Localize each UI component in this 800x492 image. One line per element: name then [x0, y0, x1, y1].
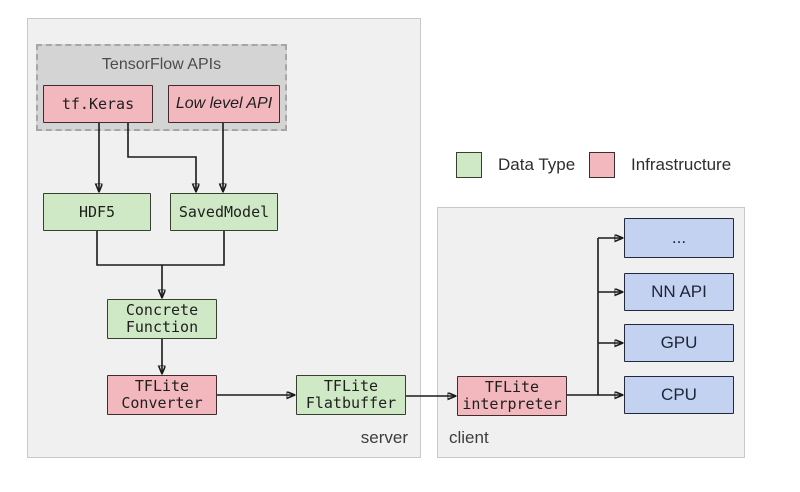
node-gpu: GPU [624, 324, 734, 362]
infrastructure-swatch [589, 152, 615, 178]
node-low-level-api: Low level API [168, 85, 280, 123]
node-ellipsis: ... [624, 218, 734, 258]
server-group-label: server [360, 428, 408, 447]
legend-item-data-type: Data Type [456, 152, 575, 178]
node-tflite-converter: TFLite Converter [107, 375, 217, 415]
node-concrete-function: Concrete Function [107, 299, 217, 339]
data-type-label: Data Type [498, 155, 576, 174]
infrastructure-label: Infrastructure [631, 155, 732, 174]
node-tf-keras: tf.Keras [43, 85, 153, 123]
node-hdf5: HDF5 [43, 193, 151, 231]
tensorflow-apis-title: TensorFlow APIs [101, 56, 222, 73]
node-savedmodel: SavedModel [170, 193, 278, 231]
node-tflite-interpreter: TFLite interpreter [457, 376, 567, 416]
client-group-label: client [449, 428, 489, 447]
node-tflite-flatbuffer: TFLite Flatbuffer [296, 375, 406, 415]
node-nn-api: NN API [624, 273, 734, 311]
data-type-swatch [456, 152, 482, 178]
legend-item-infrastructure: Infrastructure [589, 152, 731, 178]
node-cpu: CPU [624, 376, 734, 414]
